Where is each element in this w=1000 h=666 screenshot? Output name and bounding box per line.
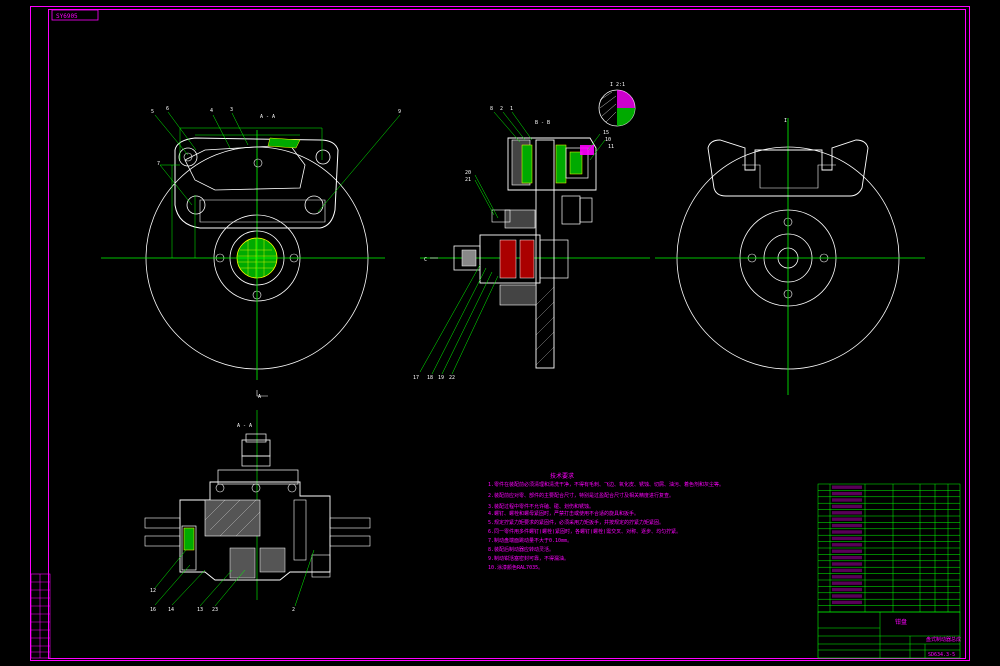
notes-heading: 技术要求 — [550, 472, 574, 480]
section-label: B - B — [535, 120, 550, 126]
parts-list-cell-text — [832, 568, 862, 573]
parts-list-cell-text — [832, 549, 862, 553]
parts-list-table — [817, 483, 961, 613]
bottom-view-callouts: 12 16 14 13 23 2 — [150, 588, 295, 613]
note-item: 4.螺钉、螺栓和螺母紧固时，严禁打击或使用不合适的旋具和扳手。 — [488, 510, 639, 517]
callout-label: 12 — [150, 588, 156, 594]
callout-label: 23 — [212, 607, 218, 613]
callout-label: 13 — [197, 607, 203, 613]
right-side-view: I — [655, 118, 925, 395]
parts-list-cell-text — [832, 587, 862, 592]
note-item: 5.规定拧紧力矩要求的紧固件，必须采用力矩扳手，并按规定的拧紧力矩紧固。 — [488, 519, 664, 526]
parts-list-cell-text — [832, 600, 862, 605]
detail-label: I 2:1 — [610, 82, 625, 88]
callout-label: 15 — [603, 130, 609, 136]
callout-label: 22 — [449, 375, 455, 381]
parts-list-cell-text — [832, 536, 862, 541]
callout-label: 2 — [500, 106, 503, 112]
callout-label: 18 — [427, 375, 433, 381]
middle-view-callouts: 8 2 1 15 10 11 20 21 17 18 19 22 — [413, 106, 614, 381]
parts-list-cell-text — [832, 485, 862, 489]
parts-list-cell-text — [832, 530, 862, 534]
callout-label: 10 — [605, 137, 611, 143]
note-item: 6.同一零件用多件螺钉(螺栓)紧固时，各螺钉(螺栓)需交叉、对称、逐步、均匀拧紧… — [488, 528, 681, 535]
note-item: 8.装配后制动器应转动灵活。 — [488, 546, 554, 553]
section-label: A - A — [260, 114, 275, 120]
c-arrow-label: C — [424, 257, 427, 263]
callout-label: 17 — [413, 375, 419, 381]
callout-label: 5 — [151, 109, 154, 115]
note-item: 1.零件在装配前必须清理和清洗干净，不得有毛刺、飞边、氧化皮、锈蚀、切屑、油污、… — [488, 481, 724, 488]
title-center-text: 钳盘 — [895, 618, 907, 626]
parts-list-cell-text — [832, 498, 862, 502]
callout-label: 8 — [490, 106, 493, 112]
callout-label: 21 — [465, 177, 471, 183]
parts-list-cell-text — [832, 594, 862, 598]
callout-label: 19 — [438, 375, 444, 381]
left-front-view: 5 6 4 3 7 9 A - A A — [101, 106, 401, 400]
parts-list-cell-text — [832, 517, 862, 521]
callout-label: 11 — [608, 144, 614, 150]
note-item: 3.装配过程中零件不允许磕、碰、划伤和锈蚀。 — [488, 503, 594, 510]
drawing-number-text: SD634.3-5 — [928, 652, 955, 658]
callout-label: 20 — [465, 170, 471, 176]
note-item: 9.制动钳活塞密封可靠，不得漏油。 — [488, 555, 569, 562]
parts-list-cell-text — [832, 562, 862, 566]
view-label: I — [784, 118, 787, 124]
section-label: A — [258, 394, 261, 400]
callout-label: 9 — [398, 109, 401, 115]
callout-label: 16 — [150, 607, 156, 613]
parts-list-cell-text — [832, 581, 862, 585]
technical-notes: 技术要求 1.零件在装配前必须清理和清洗干净，不得有毛刺、飞边、氧化皮、锈蚀、切… — [488, 472, 724, 571]
section-label: A - A — [237, 423, 252, 429]
parts-list-cell-text — [832, 511, 862, 515]
bottom-view: A - A 12 16 14 — [144, 410, 371, 613]
callout-label: 14 — [168, 607, 174, 613]
callout-label: 6 — [166, 106, 169, 112]
parts-list-cell-text — [832, 504, 862, 509]
left-view-callouts: 5 6 4 3 7 9 — [151, 106, 401, 167]
callout-label: 7 — [157, 161, 160, 167]
middle-section-view: C I 2: — [413, 82, 650, 381]
parts-list-cell-text — [832, 575, 862, 579]
outer-border — [30, 6, 970, 661]
parts-list-cell-text — [832, 523, 862, 528]
stamp-code-text: SY6905 — [56, 13, 78, 20]
callout-label: 4 — [210, 108, 213, 114]
parts-list-cell-text — [832, 543, 862, 547]
left-revision-strip — [30, 573, 51, 659]
callout-label: 3 — [230, 107, 233, 113]
stamp-box: SY6905 — [51, 9, 99, 21]
inner-border — [48, 9, 966, 659]
callout-label: 1 — [510, 106, 513, 112]
title-block: 钳盘 盘式制动器总成 SD634.3-5 — [817, 611, 961, 659]
callout-label: 2 — [292, 607, 295, 613]
parts-list-cell-text — [832, 491, 862, 496]
parts-list-cell-text — [832, 555, 862, 560]
note-item: 7.制动盘端面跳动量不大于0.10mm。 — [488, 537, 572, 544]
note-item: 10.涂漆颜色RAL7035。 — [488, 564, 543, 571]
note-item: 2.装配前应对零、部件的主要配合尺寸，特别是过盈配合尺寸及相关精度进行复查。 — [488, 492, 674, 499]
title-name-text: 盘式制动器总成 — [926, 636, 961, 643]
